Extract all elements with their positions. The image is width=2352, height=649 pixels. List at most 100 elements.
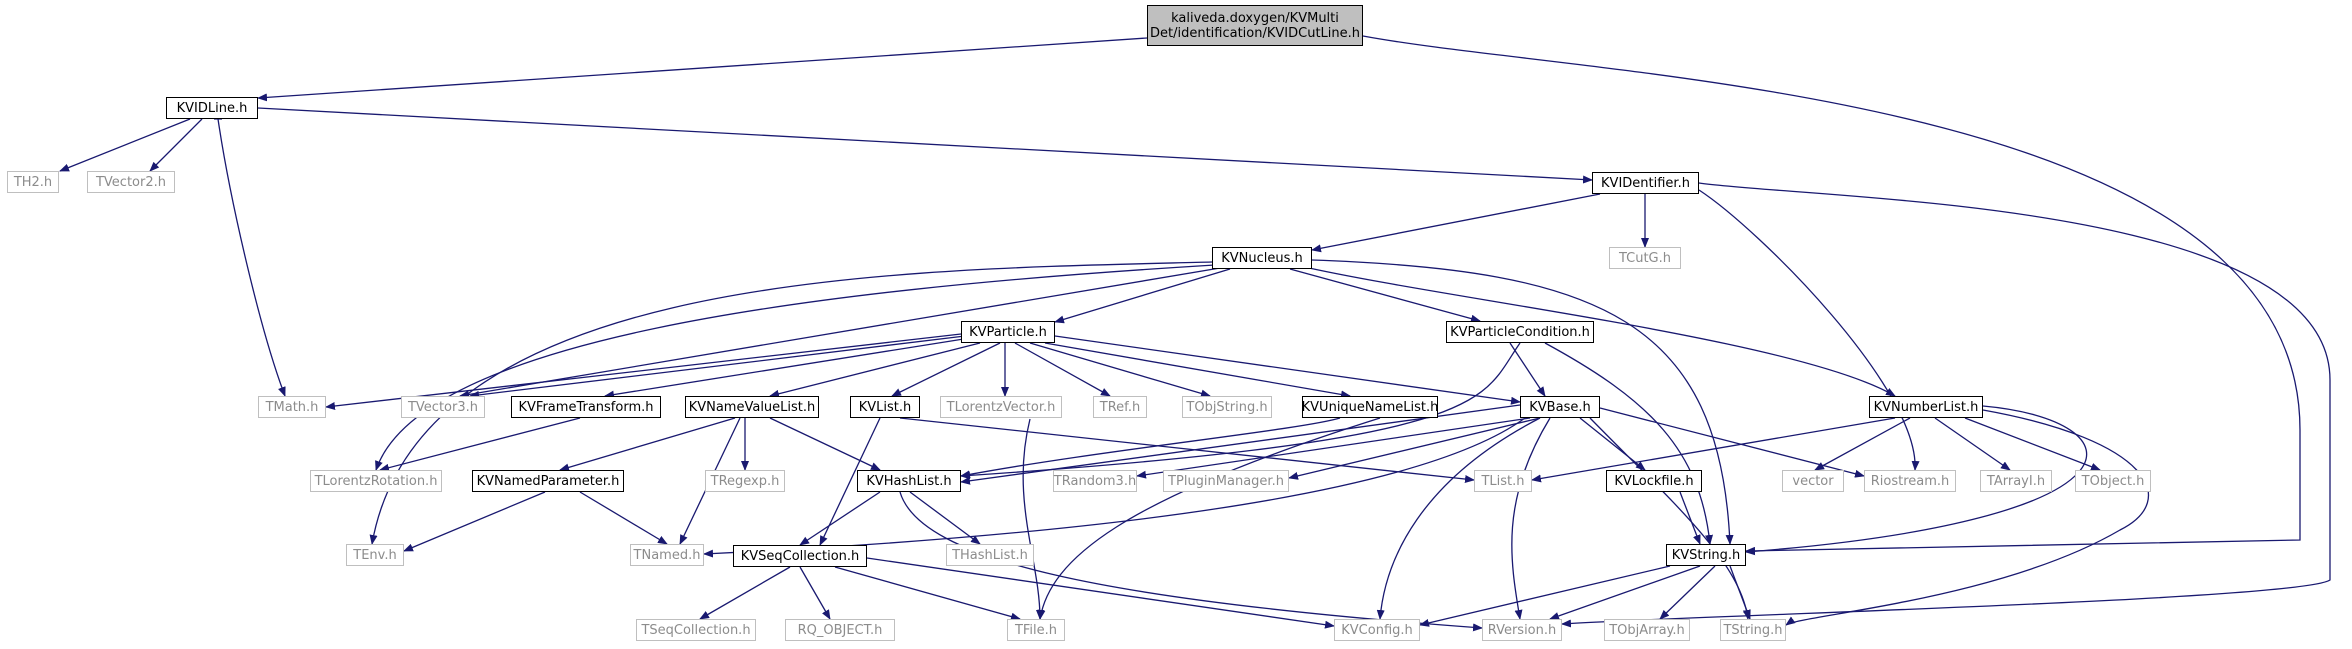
node-tpluginmanager: TPluginManager.h — [1163, 470, 1289, 492]
node-tobjstring: TObjString.h — [1182, 396, 1272, 418]
node-kvuniquenamelist[interactable]: KVUniqueNameList.h — [1302, 396, 1438, 418]
dependency-edge — [1785, 409, 2149, 626]
dependency-edge — [769, 417, 881, 471]
dependency-edge — [1054, 268, 1231, 324]
node-kvlockfile[interactable]: KVLockfile.h — [1606, 470, 1702, 492]
dependency-edge — [217, 118, 286, 397]
node-kvparticlecondition[interactable]: KVParticleCondition.h — [1446, 321, 1594, 343]
dependency-edge — [703, 417, 1526, 558]
dependency-edge — [149, 118, 203, 172]
node-th2: TH2.h — [7, 171, 59, 193]
node-kvhashlist[interactable]: KVHashList.h — [857, 470, 961, 492]
node-tenv: TEnv.h — [346, 544, 404, 566]
node-kvnamevaluelist[interactable]: KVNameValueList.h — [685, 396, 819, 418]
node-tlist: TList.h — [1474, 470, 1532, 492]
dependency-edge — [1376, 417, 1541, 620]
dependency-edge — [1311, 193, 1601, 253]
dependency-edge — [1299, 265, 1896, 397]
dependency-edge — [257, 107, 1593, 184]
dependency-edge — [459, 267, 1221, 399]
node-tseqcollection: TSeqCollection.h — [636, 619, 756, 641]
dependency-edge — [1511, 417, 1551, 620]
dependency-edge — [799, 491, 881, 546]
dependency-edge — [1579, 417, 1646, 471]
node-tobject: TObject.h — [2075, 470, 2151, 492]
node-tfile: TFile.h — [1007, 619, 1065, 641]
dependency-edge — [1561, 182, 2331, 628]
node-kvconfig: KVConfig.h — [1334, 619, 1420, 641]
dependency-edge — [769, 342, 981, 398]
node-kvlist[interactable]: KVList.h — [850, 396, 920, 418]
dependency-edge — [1054, 335, 1521, 405]
node-vector: vector — [1782, 470, 1844, 492]
dependency-edge — [819, 417, 881, 546]
dependency-edge — [834, 566, 1021, 621]
dependency-edge — [1362, 35, 2301, 555]
dependency-edge — [379, 417, 581, 472]
dependency-edge — [909, 491, 981, 545]
dependency-edge — [579, 491, 668, 545]
dependency-edge — [1934, 417, 2011, 471]
node-tvector2: TVector2.h — [87, 171, 175, 193]
dependency-edge — [866, 557, 1335, 629]
node-trandom3: TRandom3.h — [1053, 470, 1137, 492]
node-tvector3: TVector3.h — [401, 396, 485, 418]
dependency-edge — [1037, 417, 1381, 620]
dependency-edge — [604, 337, 971, 399]
node-rq-object: RQ_OBJECT.h — [785, 619, 895, 641]
node-tobjarray: TObjArray.h — [1604, 619, 1690, 641]
dependency-edge — [369, 261, 1213, 545]
dependency-edge — [1729, 565, 1751, 620]
node-tregexp: TRegexp.h — [705, 470, 785, 492]
dependency-edge — [1814, 417, 1911, 471]
dependency-edge — [1044, 342, 1351, 399]
node-kvbase[interactable]: KVBase.h — [1520, 396, 1600, 418]
dependency-edge — [1544, 342, 1714, 545]
node-kvstring[interactable]: KVString.h — [1666, 544, 1746, 566]
dependency-edge — [1014, 342, 1111, 397]
node-tlorentzrotation: TLorentzRotation.h — [310, 470, 442, 492]
dependency-edge — [1549, 565, 1701, 620]
node-kvnucleus[interactable]: KVNucleus.h — [1212, 247, 1312, 269]
dependency-edge — [1311, 259, 1734, 545]
dependency-edge — [899, 417, 1475, 484]
dependency-edge — [1289, 268, 1481, 323]
dependency-edge — [1531, 417, 1896, 483]
dependency-edge — [403, 491, 546, 552]
dependency-edge — [799, 566, 831, 620]
dependency-edge — [891, 342, 1001, 397]
dependency-edge — [325, 333, 962, 410]
dependency-edge — [1698, 189, 1920, 471]
node-kvnamedparameter[interactable]: KVNamedParameter.h — [472, 470, 624, 492]
node-kvparticle[interactable]: KVParticle.h — [961, 321, 1055, 343]
dependency-edge — [1419, 565, 1671, 627]
node-kvidline[interactable]: KVIDLine.h — [166, 97, 258, 119]
dependency-edge — [960, 417, 1341, 479]
node-tmath: TMath.h — [258, 396, 326, 418]
node-tnamed: TNamed.h — [630, 544, 704, 566]
dependency-edge — [1659, 565, 1716, 620]
dependency-edge — [1589, 417, 1751, 620]
node-rversion: RVersion.h — [1482, 619, 1562, 641]
node-tlorentzvector: TLorentzVector.h — [940, 396, 1062, 418]
node-kvnumberlist[interactable]: KVNumberList.h — [1869, 396, 1983, 418]
node-kvframetransform[interactable]: KVFrameTransform.h — [511, 396, 661, 418]
dependency-edge — [60, 118, 222, 171]
node-kvidcutline-root: kaliveda.doxygen/KVMulti Det/identificat… — [1147, 5, 1363, 46]
node-kvseqcollection[interactable]: KVSeqCollection.h — [733, 545, 867, 567]
node-tref: TRef.h — [1093, 396, 1147, 418]
dependency-edge — [1136, 417, 1531, 479]
node-thashlist: THashList.h — [946, 544, 1034, 566]
dependency-edge — [1679, 491, 1701, 545]
dependency-edge — [1509, 342, 1546, 397]
node-tarrayi: TArrayI.h — [1980, 470, 2052, 492]
dependency-edge — [699, 566, 791, 620]
dependency-edge — [375, 264, 1216, 471]
node-riostream: Riostream.h — [1864, 470, 1956, 492]
dependency-edge — [469, 335, 966, 399]
dependency-edge — [1964, 417, 2101, 471]
dependency-edge — [1288, 417, 1541, 480]
dependency-edge — [1022, 418, 1044, 620]
node-kvidentifier[interactable]: KVIDentifier.h — [1592, 172, 1699, 194]
dependency-edge — [257, 37, 1148, 102]
